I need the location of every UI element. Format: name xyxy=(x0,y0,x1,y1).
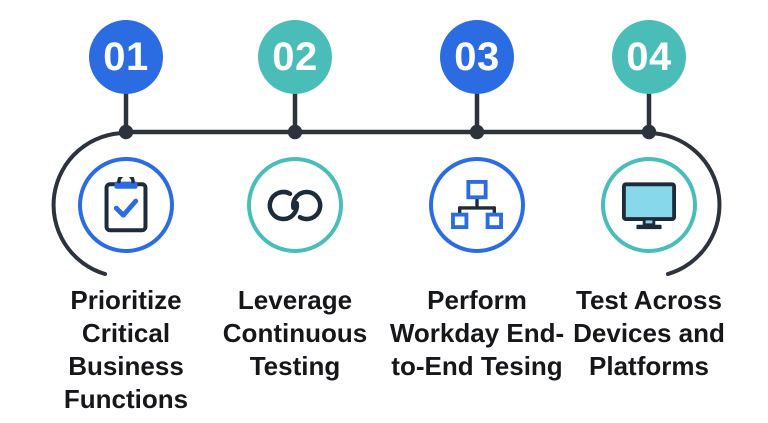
clipboard-check-icon xyxy=(104,176,148,232)
step-number-badge: 02 xyxy=(258,20,332,94)
sitemap-icon xyxy=(451,180,503,230)
step-icon-circle xyxy=(429,157,525,253)
step-label: Perform Workday End-to-End Tesing xyxy=(389,285,565,381)
step-icon-circle xyxy=(247,157,343,253)
step-label: Leverage Continuous Testing xyxy=(222,285,368,381)
step-number-badge: 03 xyxy=(440,20,514,94)
infinity-icon xyxy=(267,189,323,221)
timeline-dot xyxy=(469,124,485,140)
step-icon-circle xyxy=(78,157,174,253)
timeline-dot xyxy=(118,124,134,140)
step-number-badge: 04 xyxy=(612,20,686,94)
timeline-dot xyxy=(287,124,303,140)
timeline-dot xyxy=(641,124,657,140)
step-label: Prioritize Critical Business Functions xyxy=(63,285,189,414)
step-number-badge: 01 xyxy=(89,20,163,94)
monitor-icon xyxy=(621,181,677,229)
step-icon-circle xyxy=(601,157,697,253)
step-label: Test Across Devices and Platforms xyxy=(573,285,725,381)
